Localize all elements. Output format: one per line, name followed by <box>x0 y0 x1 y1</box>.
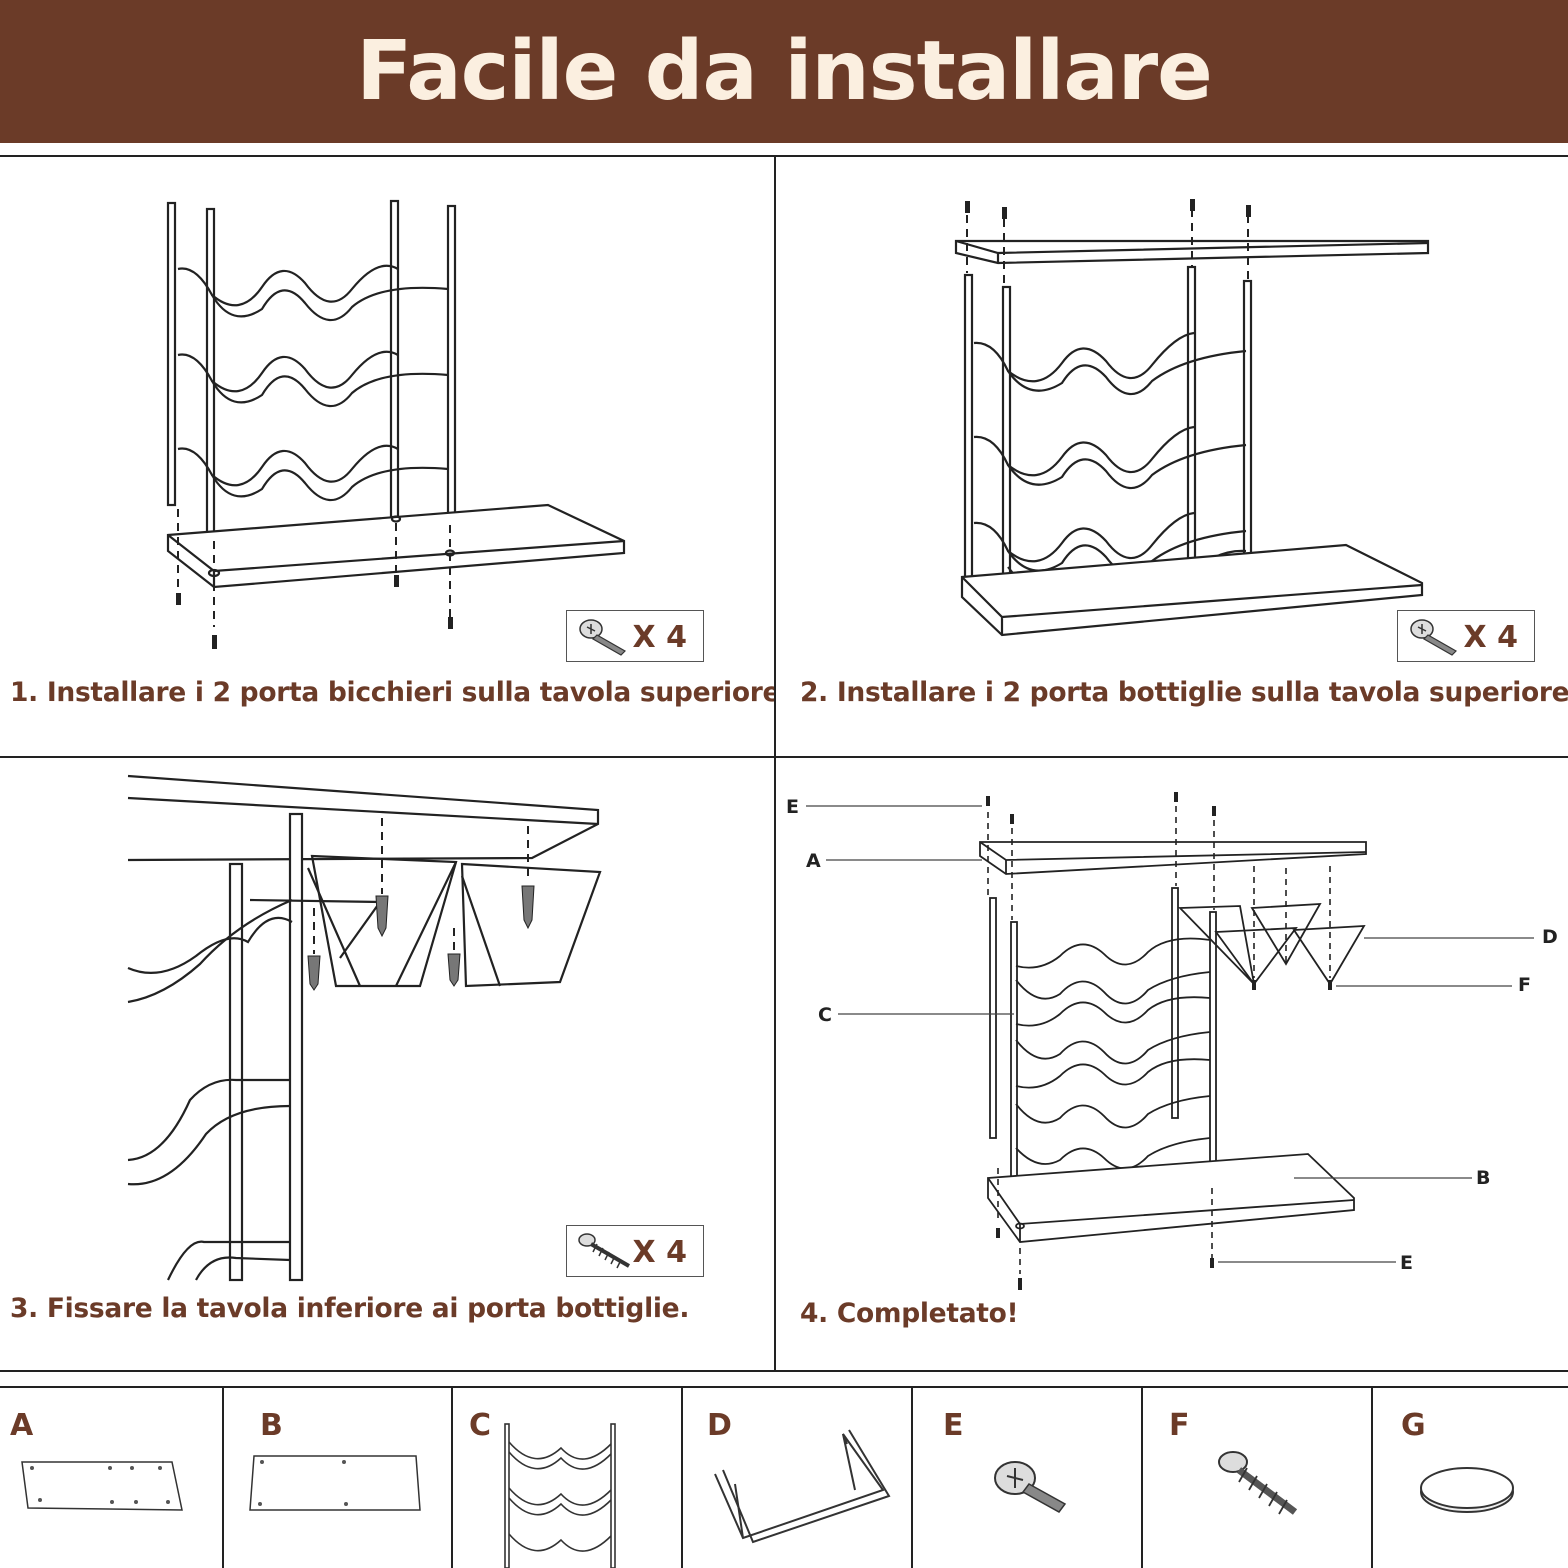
callout-holder-screw: F <box>1518 974 1531 996</box>
bolt-icon <box>1410 619 1457 656</box>
callout-bottom-board: B <box>1476 1167 1491 1189</box>
step-2-illustration <box>954 199 1430 637</box>
header-banner: Facile da installare <box>0 0 1568 143</box>
step-3-hardware-badge: X 4 <box>566 1225 704 1277</box>
part-g-cell: G <box>1373 1388 1568 1568</box>
bottle-rack-icon <box>504 1423 616 1568</box>
part-c-cell: C <box>453 1388 681 1568</box>
callout-glass-holder: D <box>1542 926 1558 948</box>
wood-screw-icon <box>578 1233 631 1269</box>
felt-pad-icon <box>1420 1467 1514 1513</box>
top-board-icon <box>21 1461 183 1511</box>
part-e-cell: E <box>913 1388 1141 1568</box>
part-e-label: E <box>943 1408 964 1443</box>
part-d-label: D <box>707 1408 732 1443</box>
wood-screw-icon <box>1218 1451 1298 1515</box>
step-2-panel: X 4 2. Installare i 2 porta bottiglie su… <box>776 157 1568 756</box>
step-1-hardware-badge: X 4 <box>566 610 704 662</box>
step-2-hardware-badge: X 4 <box>1397 610 1535 662</box>
part-f-cell: F <box>1143 1388 1371 1568</box>
part-b-cell: B <box>224 1388 451 1568</box>
part-g-label: G <box>1401 1408 1426 1443</box>
divider-vertical <box>774 155 776 1372</box>
step-2-caption: 2. Installare i 2 porta bottiglie sulla … <box>800 677 1568 708</box>
glass-holder-icon <box>714 1429 891 1544</box>
step-3-illustration <box>127 774 602 1282</box>
parts-divider-4 <box>911 1386 913 1568</box>
part-d-cell: D <box>683 1388 911 1568</box>
divider-middle <box>0 756 1568 758</box>
parts-divider-2 <box>451 1386 453 1568</box>
callout-rack: C <box>818 1004 832 1026</box>
part-a-label: A <box>10 1408 34 1443</box>
bottom-board-icon <box>249 1455 421 1511</box>
callout-top-board: A <box>806 850 821 872</box>
step-4-caption: 4. Completato! <box>800 1298 1019 1329</box>
step-1-caption: 1. Installare i 2 porta bicchieri sulla … <box>10 677 774 708</box>
callout-bottom-screw: E <box>1400 1252 1413 1274</box>
parts-divider-3 <box>681 1386 683 1568</box>
step-3-panel: X 4 3. Fissare la tavola inferiore ai po… <box>0 758 774 1370</box>
parts-divider-1 <box>222 1386 224 1568</box>
step-1-panel: X 4 1. Installare i 2 porta bicchieri su… <box>0 157 774 756</box>
parts-divider-5 <box>1141 1386 1143 1568</box>
step-4-panel: E A C D F B E 4. Completato! <box>776 758 1568 1370</box>
divider-bottom <box>0 1370 1568 1372</box>
bolt-icon <box>994 1461 1067 1513</box>
step-1-illustration <box>166 199 626 649</box>
parts-divider-6 <box>1371 1386 1373 1568</box>
callout-top-screw: E <box>786 796 799 818</box>
step-4-illustration <box>806 792 1534 1290</box>
bolt-icon <box>579 619 626 656</box>
page-title: Facile da installare <box>356 24 1213 119</box>
divider-top <box>0 155 1568 157</box>
step-1-quantity: X 4 <box>632 620 687 655</box>
step-3-quantity: X 4 <box>632 1235 687 1270</box>
divider-parts-top <box>0 1386 1568 1388</box>
step-2-quantity: X 4 <box>1463 620 1518 655</box>
part-b-label: B <box>260 1408 283 1443</box>
part-c-label: C <box>469 1408 492 1443</box>
part-a-cell: A <box>0 1388 222 1568</box>
part-f-label: F <box>1169 1408 1190 1443</box>
step-3-caption: 3. Fissare la tavola inferiore ai porta … <box>10 1293 690 1324</box>
